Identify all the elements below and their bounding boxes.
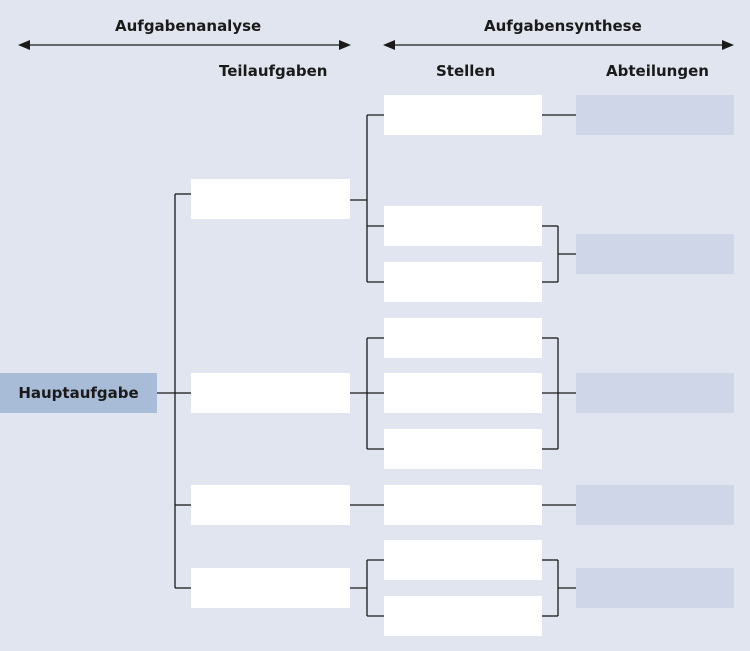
column-departments: Abteilungen	[606, 62, 709, 80]
department-box	[576, 373, 734, 413]
position-box	[384, 373, 542, 413]
department-box	[576, 568, 734, 608]
department-box	[576, 485, 734, 525]
header-synthesis: Aufgabensynthese	[484, 17, 642, 35]
column-subtasks: Teilaufgaben	[219, 62, 328, 80]
header-analysis: Aufgabenanalyse	[115, 17, 262, 35]
arrow-right-icon	[722, 40, 734, 50]
department-box	[576, 95, 734, 135]
main-task-label: Hauptaufgabe	[18, 384, 139, 402]
arrow-left-icon	[18, 40, 30, 50]
subtask-box	[191, 568, 350, 608]
position-box	[384, 429, 542, 469]
column-positions: Stellen	[436, 62, 496, 80]
position-box	[384, 485, 542, 525]
position-box	[384, 318, 542, 358]
position-box	[384, 95, 542, 135]
subtask-box	[191, 373, 350, 413]
arrow-right-icon	[339, 40, 351, 50]
position-box	[384, 596, 542, 636]
arrow-left-icon	[383, 40, 395, 50]
position-box	[384, 262, 542, 302]
position-box	[384, 206, 542, 246]
main-task-box: Hauptaufgabe	[0, 373, 157, 413]
subtask-box	[191, 485, 350, 525]
subtask-box	[191, 179, 350, 219]
department-box	[576, 234, 734, 274]
position-box	[384, 540, 542, 580]
